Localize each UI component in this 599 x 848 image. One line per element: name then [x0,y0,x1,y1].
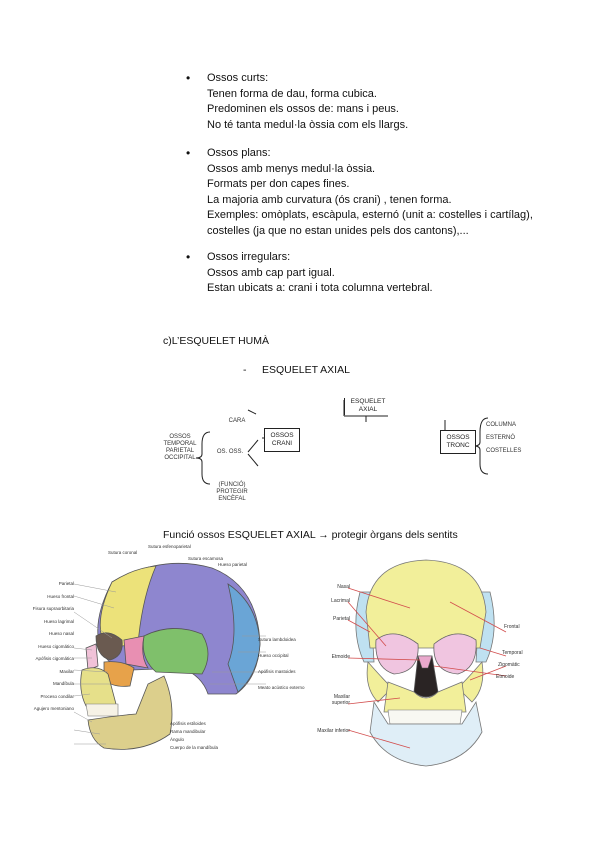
bullet-dot: • [186,146,191,160]
bullet-line: Exemples: omòplats, escàpula, esternó (u… [207,209,533,221]
diagram-lines [195,400,489,485]
skull-label: Hueso cigomático [38,643,74,649]
skull-label: Apófisis mastoides [258,669,296,674]
diagram-left-top: CARA [228,418,246,424]
skull-lateral-labels-bottom: Apófisis estiloides Rama mandibular Ángu… [170,720,280,752]
box-line: CRANI [271,440,293,447]
skull-lateral-labels-top: Sutura esfenoparietal Sutura coronal Sut… [108,544,248,568]
skull-label: Frontal [504,624,520,630]
bullet-ossos-curts: • Ossos curts: Tenen forma de dau, forma… [186,71,409,133]
bullet-ossos-irregulars: • Ossos irregulars: Ossos amb cap part i… [186,250,433,297]
subheading-dash: - [243,364,247,376]
bullet-line: Ossos amb cap part igual. [207,266,335,279]
skull-label: Temporal [502,650,523,656]
bullet-line: Predominen els ossos de: mans i peus. [207,103,399,115]
ossos-crani-box: OSSOS CRANI [264,428,300,452]
section-heading: c)L’ESQUELET HUMÀ [163,335,269,347]
note-line: PROTEGIR [216,489,248,495]
skull-label: Maxilar inferior [317,728,350,734]
skeleton-diagram: ESQUELET AXIAL OSSOS TEMPORAL PARIETAL O… [160,392,522,512]
skull-label: Agujero mentoniano [33,706,74,711]
diagram-left-labels: OSSOS TEMPORAL PARIETAL OCCIPITAL [160,434,200,462]
bullet-line: Estan ubicats a: crani i tota columna ve… [207,282,433,294]
subheading: ESQUELET AXIAL [262,364,350,376]
skull-label: Zigomàtic [498,662,520,668]
skull-label: Proceso condilar [40,693,74,699]
bullet-dot: • [186,250,191,264]
bullet-title: Ossos curts: [207,72,269,84]
skull-lateral-labels-left: Parietal Hueso frontal Fisura supraorbit… [30,578,74,716]
skull-label: Parietal [333,616,350,622]
box-line: AXIAL [358,406,378,413]
tronc-item: COLUMNA [486,422,517,428]
skull-label: Etmoide [331,654,350,660]
skull-label: Parietal [58,581,74,586]
skull-label: Etmoide [496,674,515,680]
skull-lateral-figure: Parietal Hueso frontal Fisura supraorbit… [33,544,305,776]
bullet-title: Ossos plans: [207,147,271,159]
box-line: ESQUELET [350,398,386,405]
skull-label: Hueso parietal [218,562,248,567]
bullet-line: Formats per don capes fines. [207,178,350,190]
skull-label: Apófisis cigomática [35,656,74,661]
function-line: Funció ossos ESQUELET AXIAL → protegir ò… [163,529,458,541]
skull-label: Hueso frontal [47,593,74,599]
bullet-line: Ossos amb menys medul·la òssia. [207,162,376,175]
skull-label: Rama mandibular [170,729,206,734]
skull-label: Hueso occipital [258,653,289,658]
skull-label: Sutura coronal [108,550,138,555]
skull-label: Lacrimal [331,598,350,604]
skull-label: Sutura escamosa [188,556,224,561]
skull-label: Ángulo [170,737,185,742]
skull-label: Sutura lambdoidea [258,637,296,642]
skull-frontal-figure: Nasal Lacrimal Parietal Etmoide Maxilar … [317,552,523,774]
label: PARIETAL [165,448,195,454]
diagram-tronc-items: COLUMNA ESTERNÓ COSTELLES [486,422,522,455]
label: OSSOS [169,434,191,440]
bullet-line: La majoria amb curvatura (ós crani) , te… [207,193,452,206]
skull-label: Nasal [337,584,350,590]
bullet-dot: • [186,71,191,85]
box-line: OSSOS [446,434,470,441]
bullet-ossos-plans: • Ossos plans: Ossos amb menys medul·la … [186,146,533,239]
bullet-title: Ossos irregulars: [207,251,291,263]
bullet-line: costelles (ja que no estan unides pels d… [207,224,469,237]
tronc-item: COSTELLES [486,448,522,454]
box-line: TRONC [446,442,470,449]
ossos-tronc-box: OSSOS TRONC [440,430,476,454]
skull-lateral-illustration [73,562,266,750]
skull-frontal-illustration [347,559,507,767]
note-line: (FUNCIÓ) [218,482,246,488]
box-line: OSSOS [270,432,294,439]
diagram-bottom-note: (FUNCIÓ) PROTEGIR ENCÈFAL [210,482,254,503]
skull-label: Maxilar superior [331,694,350,706]
skull-label: Meato acústico externo [258,685,305,690]
skull-label: Fisura supraorbitaria [32,606,74,611]
skull-label: Hueso nasal [48,631,74,636]
label: OCCIPITAL [164,455,196,461]
bullet-line: No té tanta medul·la òssia com els llarg… [207,118,409,131]
bullet-line: Tenen forma de dau, forma cubica. [207,87,377,100]
tronc-item: ESTERNÓ [486,435,516,441]
note-line: ENCÈFAL [218,496,246,502]
esquelet-axial-box: ESQUELET AXIAL [344,398,391,415]
skull-label: Cuerpo de la mandíbula [170,745,219,750]
diagram-left-mid: OS. OSS. [216,449,244,455]
skull-label: Mandíbula [52,681,74,686]
skull-lateral-labels-right: Sutura lambdoidea Hueso occipital Apófis… [258,632,305,696]
label: TEMPORAL [163,441,197,447]
skull-label: Sutura esfenoparietal [148,544,191,549]
skull-label: Hueso lagrimal [43,618,74,624]
skull-label: Apófisis estiloides [170,721,206,726]
skull-label: Maxilar [59,668,74,674]
